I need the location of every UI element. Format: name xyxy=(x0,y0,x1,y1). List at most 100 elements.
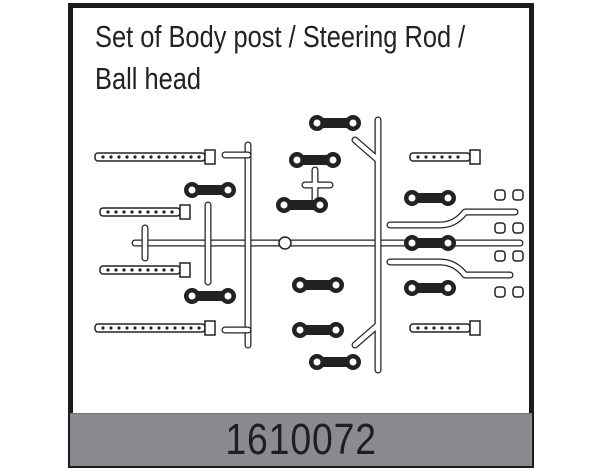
post-head xyxy=(179,262,191,278)
post-hole xyxy=(117,155,121,159)
ball-head-7 xyxy=(494,286,506,298)
post-hole xyxy=(157,155,161,159)
post-hole xyxy=(197,155,201,159)
post-hole xyxy=(130,210,134,214)
rod-eye-hole xyxy=(444,194,452,202)
article-number-bar: 1610072 xyxy=(70,413,532,466)
body-post-short-2 xyxy=(99,262,191,278)
title-line-2: Ball head xyxy=(95,61,202,96)
ball-head-4 xyxy=(512,222,524,234)
ball-head xyxy=(512,189,524,201)
ball-head-5 xyxy=(494,250,506,262)
rod-eye-hole xyxy=(332,281,340,289)
post-hole xyxy=(432,155,436,159)
post-hole xyxy=(106,268,110,272)
post-hole xyxy=(146,268,150,272)
post-hole xyxy=(122,268,126,272)
rod-eye-hole xyxy=(408,284,416,292)
sprue-gate xyxy=(278,236,292,250)
rod-bar xyxy=(282,200,322,210)
post-hole xyxy=(133,155,137,159)
rod-eye-hole xyxy=(408,239,416,247)
ball-head xyxy=(512,286,524,298)
ball-head xyxy=(494,286,506,298)
ball-head xyxy=(494,222,506,234)
rod-eye-hole xyxy=(224,186,232,194)
post-hole xyxy=(114,210,118,214)
steering-rod-end-8 xyxy=(404,190,456,206)
ball-head-3 xyxy=(494,222,506,234)
post-hole xyxy=(181,155,185,159)
ball-head xyxy=(494,250,506,262)
post-hole xyxy=(440,155,444,159)
post-hole xyxy=(141,155,145,159)
rod-eye-hole xyxy=(349,119,357,127)
post-hole xyxy=(162,268,166,272)
post-hole xyxy=(432,326,436,330)
rod-bar xyxy=(190,185,230,195)
post-hole xyxy=(101,326,105,330)
rod-eye-hole xyxy=(224,292,232,300)
rod-eye-hole xyxy=(444,284,452,292)
rod-eye-hole xyxy=(329,156,337,164)
post-hole xyxy=(117,326,121,330)
steering-rod-end-3 xyxy=(276,197,328,213)
post-hole xyxy=(416,326,420,330)
post-hole xyxy=(109,155,113,159)
post-hole xyxy=(448,155,452,159)
post-hole xyxy=(106,210,110,214)
post-hole xyxy=(138,210,142,214)
rod-eye-hole xyxy=(316,201,324,209)
rod-bar xyxy=(410,238,450,248)
post-head xyxy=(469,149,481,165)
rod-bar xyxy=(295,155,335,165)
post-hole xyxy=(424,155,428,159)
ball-head xyxy=(512,250,524,262)
post-hole xyxy=(141,326,145,330)
post-hole xyxy=(197,326,201,330)
post-hole xyxy=(154,268,158,272)
post-head xyxy=(204,149,216,165)
product-frame: Set of Body post / Steering Rod / Ball h… xyxy=(68,3,534,468)
rod-bar xyxy=(298,325,338,335)
post-head xyxy=(179,204,191,220)
post-hole xyxy=(181,326,185,330)
rod-eye-hole xyxy=(408,194,416,202)
rod-bar xyxy=(298,280,338,290)
post-hole xyxy=(125,155,129,159)
rod-bar xyxy=(315,357,355,367)
rod-eye-hole xyxy=(313,119,321,127)
post-hole xyxy=(122,210,126,214)
body-post-long-2 xyxy=(94,320,216,336)
steering-rod-end-7 xyxy=(309,354,361,370)
body-post-short-1 xyxy=(99,204,191,220)
steering-rod-end-10 xyxy=(404,280,456,296)
rod-bar xyxy=(410,283,450,293)
steering-rod-end-6 xyxy=(309,115,361,131)
post-hole xyxy=(173,155,177,159)
post-hole xyxy=(165,155,169,159)
steering-rod-end-9 xyxy=(404,235,456,251)
post-hole xyxy=(456,326,460,330)
rod-bar xyxy=(410,193,450,203)
post-hole xyxy=(114,268,118,272)
steering-rod-end-4 xyxy=(292,277,344,293)
runner-fill xyxy=(387,209,518,228)
rod-eye-hole xyxy=(188,186,196,194)
ball-head-2 xyxy=(512,189,524,201)
title-line-1: Set of Body post / Steering Rod / xyxy=(95,19,466,54)
article-number: 1610072 xyxy=(225,415,377,464)
runner-fill xyxy=(387,259,513,278)
post-hole xyxy=(189,155,193,159)
rod-eye-hole xyxy=(296,326,304,334)
steering-rod-end-5 xyxy=(292,322,344,338)
post-hole xyxy=(138,268,142,272)
steering-rod-end-2 xyxy=(184,288,236,304)
post-hole xyxy=(154,210,158,214)
post-hole xyxy=(157,326,161,330)
steering-rod-end-1 xyxy=(184,182,236,198)
rod-eye-hole xyxy=(293,156,301,164)
post-hole xyxy=(173,326,177,330)
post-hole xyxy=(146,210,150,214)
post-hole xyxy=(101,155,105,159)
